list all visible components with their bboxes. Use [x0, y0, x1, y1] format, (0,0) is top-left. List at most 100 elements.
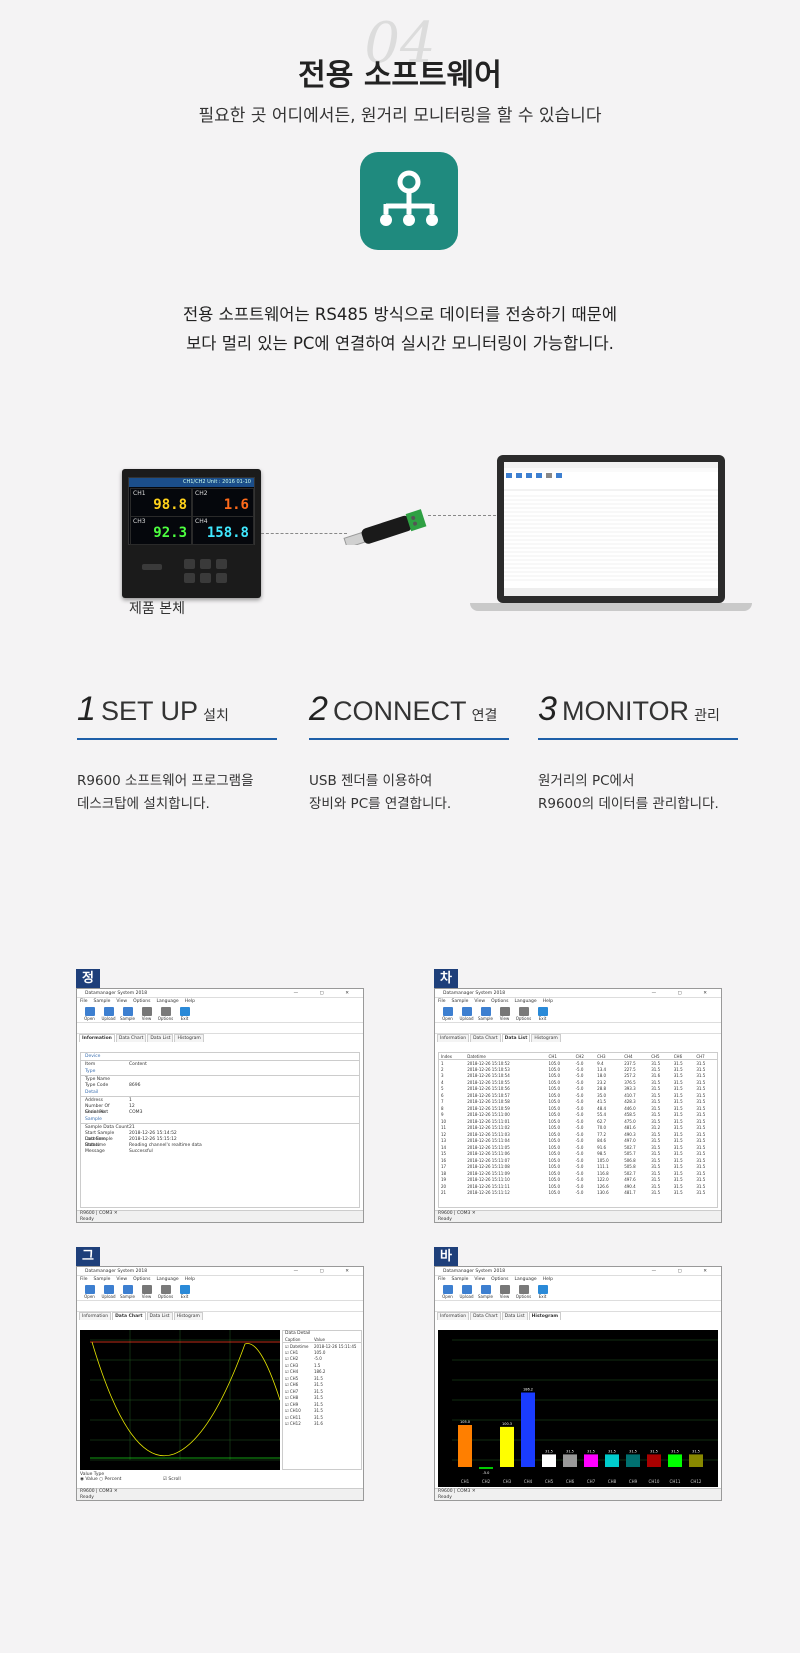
window-controls[interactable]: — ▢ ✕: [651, 991, 717, 996]
menu-item[interactable]: Options: [133, 999, 151, 1004]
status-port[interactable]: R9600 | COM3 ✕: [438, 1489, 476, 1494]
channel-checkbox[interactable]: ☑: [285, 1408, 290, 1414]
menu-item[interactable]: View: [116, 1277, 128, 1282]
toolbar-button[interactable]: Sample: [118, 1284, 137, 1300]
column-header[interactable]: CH2: [573, 1053, 596, 1060]
detail-row[interactable]: ☑ CH2-5.0: [283, 1356, 361, 1363]
toolbar-button[interactable]: Exit: [533, 1006, 552, 1022]
menu-item[interactable]: Help: [542, 999, 553, 1004]
channel-checkbox[interactable]: ☑: [285, 1362, 290, 1368]
menu-item[interactable]: Options: [491, 999, 509, 1004]
tab-item[interactable]: Information: [79, 1034, 115, 1042]
channel-checkbox[interactable]: ☑: [285, 1349, 290, 1355]
menu-item[interactable]: Help: [542, 1277, 553, 1282]
tab-item[interactable]: Histogram: [174, 1034, 204, 1042]
tab-item[interactable]: Data List: [501, 1034, 531, 1042]
toolbar-button[interactable]: Options: [514, 1006, 533, 1022]
tab-item[interactable]: Histogram: [531, 1034, 561, 1042]
toolbar-button[interactable]: View: [137, 1284, 156, 1300]
menu-item[interactable]: Language: [156, 999, 179, 1004]
toolbar-button[interactable]: Sample: [476, 1006, 495, 1022]
menu-item[interactable]: Language: [156, 1277, 179, 1282]
toolbar-button[interactable]: Open: [80, 1006, 99, 1022]
menu-item[interactable]: View: [474, 1277, 486, 1282]
tab-item[interactable]: Histogram: [528, 1312, 562, 1320]
tab-item[interactable]: Information: [437, 1312, 470, 1320]
channel-checkbox[interactable]: ☑: [285, 1421, 290, 1427]
toolbar-button[interactable]: Sample: [118, 1006, 137, 1022]
tab-item[interactable]: Information: [437, 1034, 470, 1042]
toolbar-button[interactable]: Sample: [476, 1284, 495, 1300]
status-port[interactable]: R9600 | COM3 ✕: [80, 1489, 118, 1494]
column-header[interactable]: CH1: [546, 1053, 574, 1060]
channel-checkbox[interactable]: ☑: [285, 1343, 290, 1349]
channel-checkbox[interactable]: ☑: [285, 1388, 290, 1394]
percent-radio[interactable]: ○ Percent: [99, 1477, 122, 1482]
channel-checkbox[interactable]: ☑: [285, 1401, 290, 1407]
toolbar-button[interactable]: Exit: [175, 1284, 194, 1300]
status-port[interactable]: R9600 | COM3 ✕: [80, 1211, 118, 1216]
toolbar-button[interactable]: Open: [438, 1006, 457, 1022]
toolbar-button[interactable]: View: [495, 1284, 514, 1300]
channel-checkbox[interactable]: ☑: [285, 1375, 290, 1381]
window-controls[interactable]: — ▢ ✕: [293, 991, 359, 996]
toolbar-button[interactable]: Upload: [457, 1006, 476, 1022]
column-header[interactable]: CH5: [649, 1053, 672, 1060]
menu-item[interactable]: Sample: [451, 999, 469, 1004]
value-radio[interactable]: ◉ Value: [80, 1477, 98, 1482]
column-header[interactable]: CH3: [595, 1053, 623, 1060]
menu-item[interactable]: Sample: [93, 999, 111, 1004]
tab-item[interactable]: Data Chart: [112, 1312, 146, 1320]
column-header[interactable]: CH4: [622, 1053, 650, 1060]
toolbar-button[interactable]: Exit: [533, 1284, 552, 1300]
tab-item[interactable]: Data List: [146, 1312, 173, 1320]
column-header[interactable]: Datetime: [465, 1053, 547, 1060]
channel-checkbox[interactable]: ☑: [285, 1414, 290, 1420]
tab-item[interactable]: Histogram: [173, 1312, 203, 1320]
toolbar-button[interactable]: Open: [80, 1284, 99, 1300]
channel-checkbox[interactable]: ☑: [285, 1382, 290, 1388]
tab-item[interactable]: Data List: [147, 1034, 174, 1042]
menu-item[interactable]: File: [80, 1277, 88, 1282]
column-header[interactable]: Index: [439, 1053, 466, 1060]
window-controls[interactable]: — ▢ ✕: [293, 1269, 359, 1274]
status-port[interactable]: R9600 | COM3 ✕: [438, 1211, 476, 1216]
column-header[interactable]: CH6: [671, 1053, 695, 1060]
tab-item[interactable]: Data Chart: [115, 1034, 147, 1042]
tab-item[interactable]: Data Chart: [470, 1312, 501, 1320]
toolbar-button[interactable]: View: [137, 1006, 156, 1022]
menu-item[interactable]: Language: [514, 999, 537, 1004]
menu-item[interactable]: Sample: [93, 1277, 111, 1282]
menu-item[interactable]: View: [474, 999, 486, 1004]
window-controls[interactable]: — ▢ ✕: [651, 1269, 717, 1274]
toolbar-button[interactable]: Exit: [175, 1006, 194, 1022]
channel-checkbox[interactable]: ☑: [285, 1369, 290, 1375]
toolbar-button[interactable]: Options: [156, 1006, 175, 1022]
menu-item[interactable]: Sample: [451, 1277, 469, 1282]
